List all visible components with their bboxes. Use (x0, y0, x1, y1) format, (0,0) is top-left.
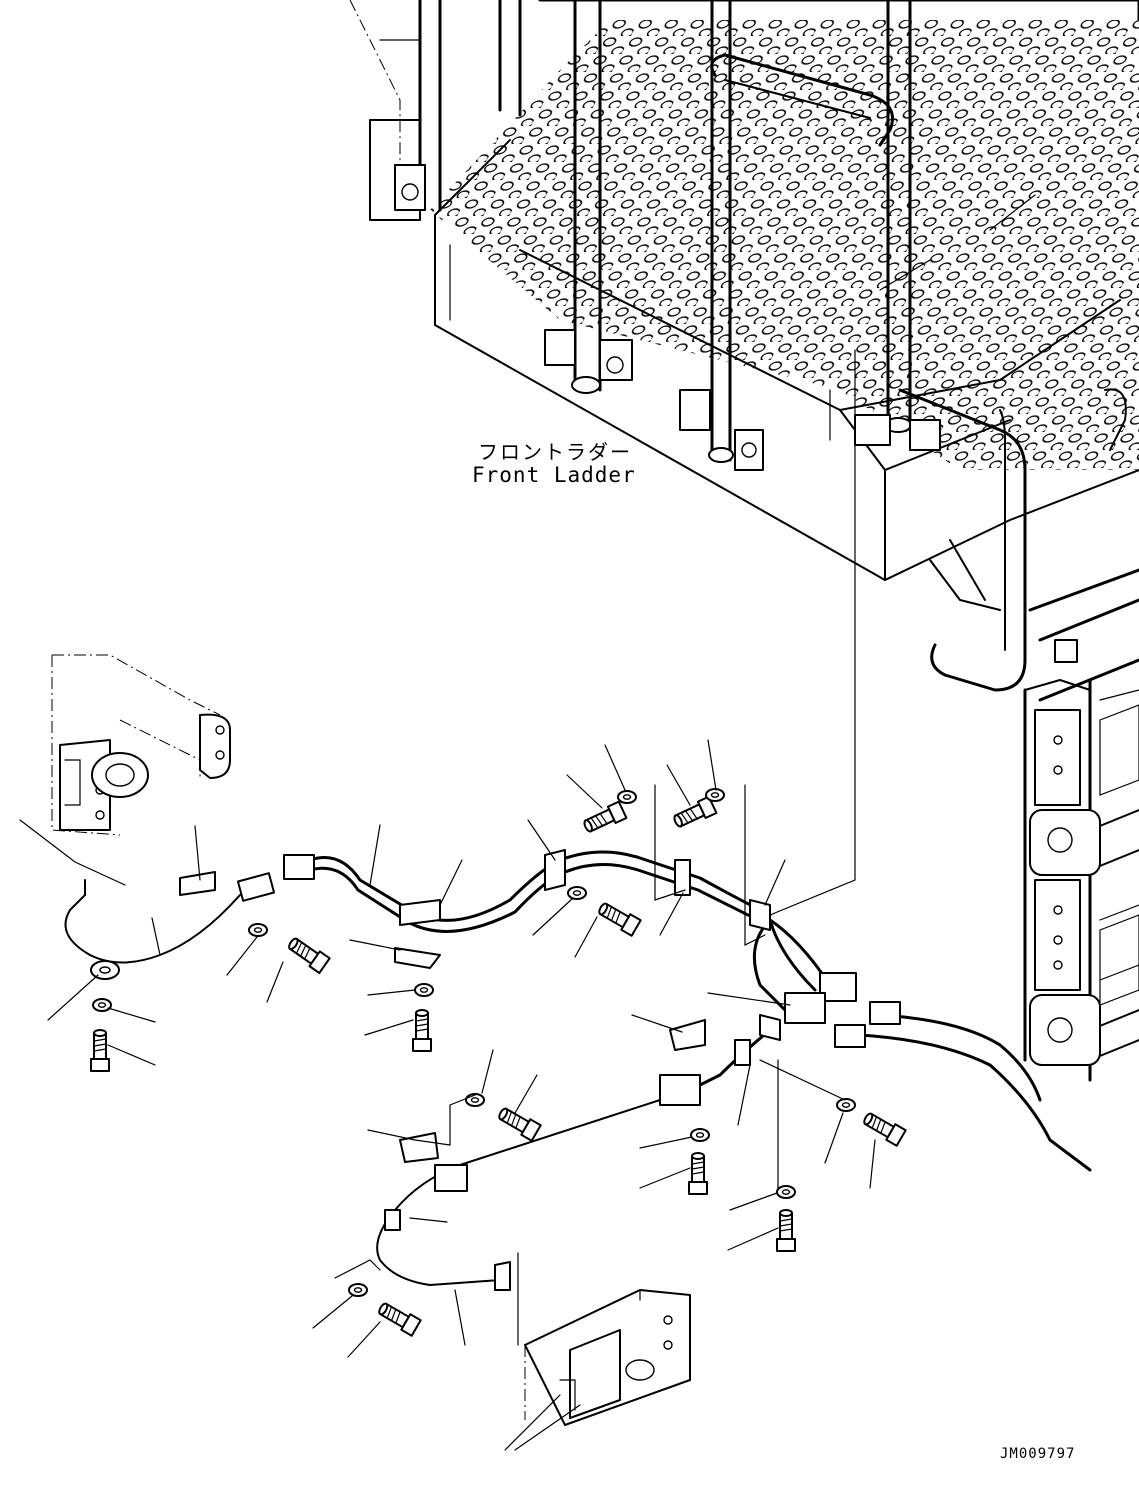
bottom-bracket (504, 1289, 691, 1451)
wiring-harness (64, 849, 1092, 1291)
left-bracket (19, 654, 231, 886)
leader-lines (47, 194, 1036, 1358)
front-ladder-platform (349, 0, 1139, 692)
fasteners (90, 788, 907, 1337)
drawing-code: JM009797 (1000, 1446, 1076, 1462)
assembly-label-japanese: フロントラダー (478, 440, 632, 464)
assembly-label-english: Front Ladder (472, 463, 636, 487)
track-chain-assembly (1023, 568, 1139, 1082)
